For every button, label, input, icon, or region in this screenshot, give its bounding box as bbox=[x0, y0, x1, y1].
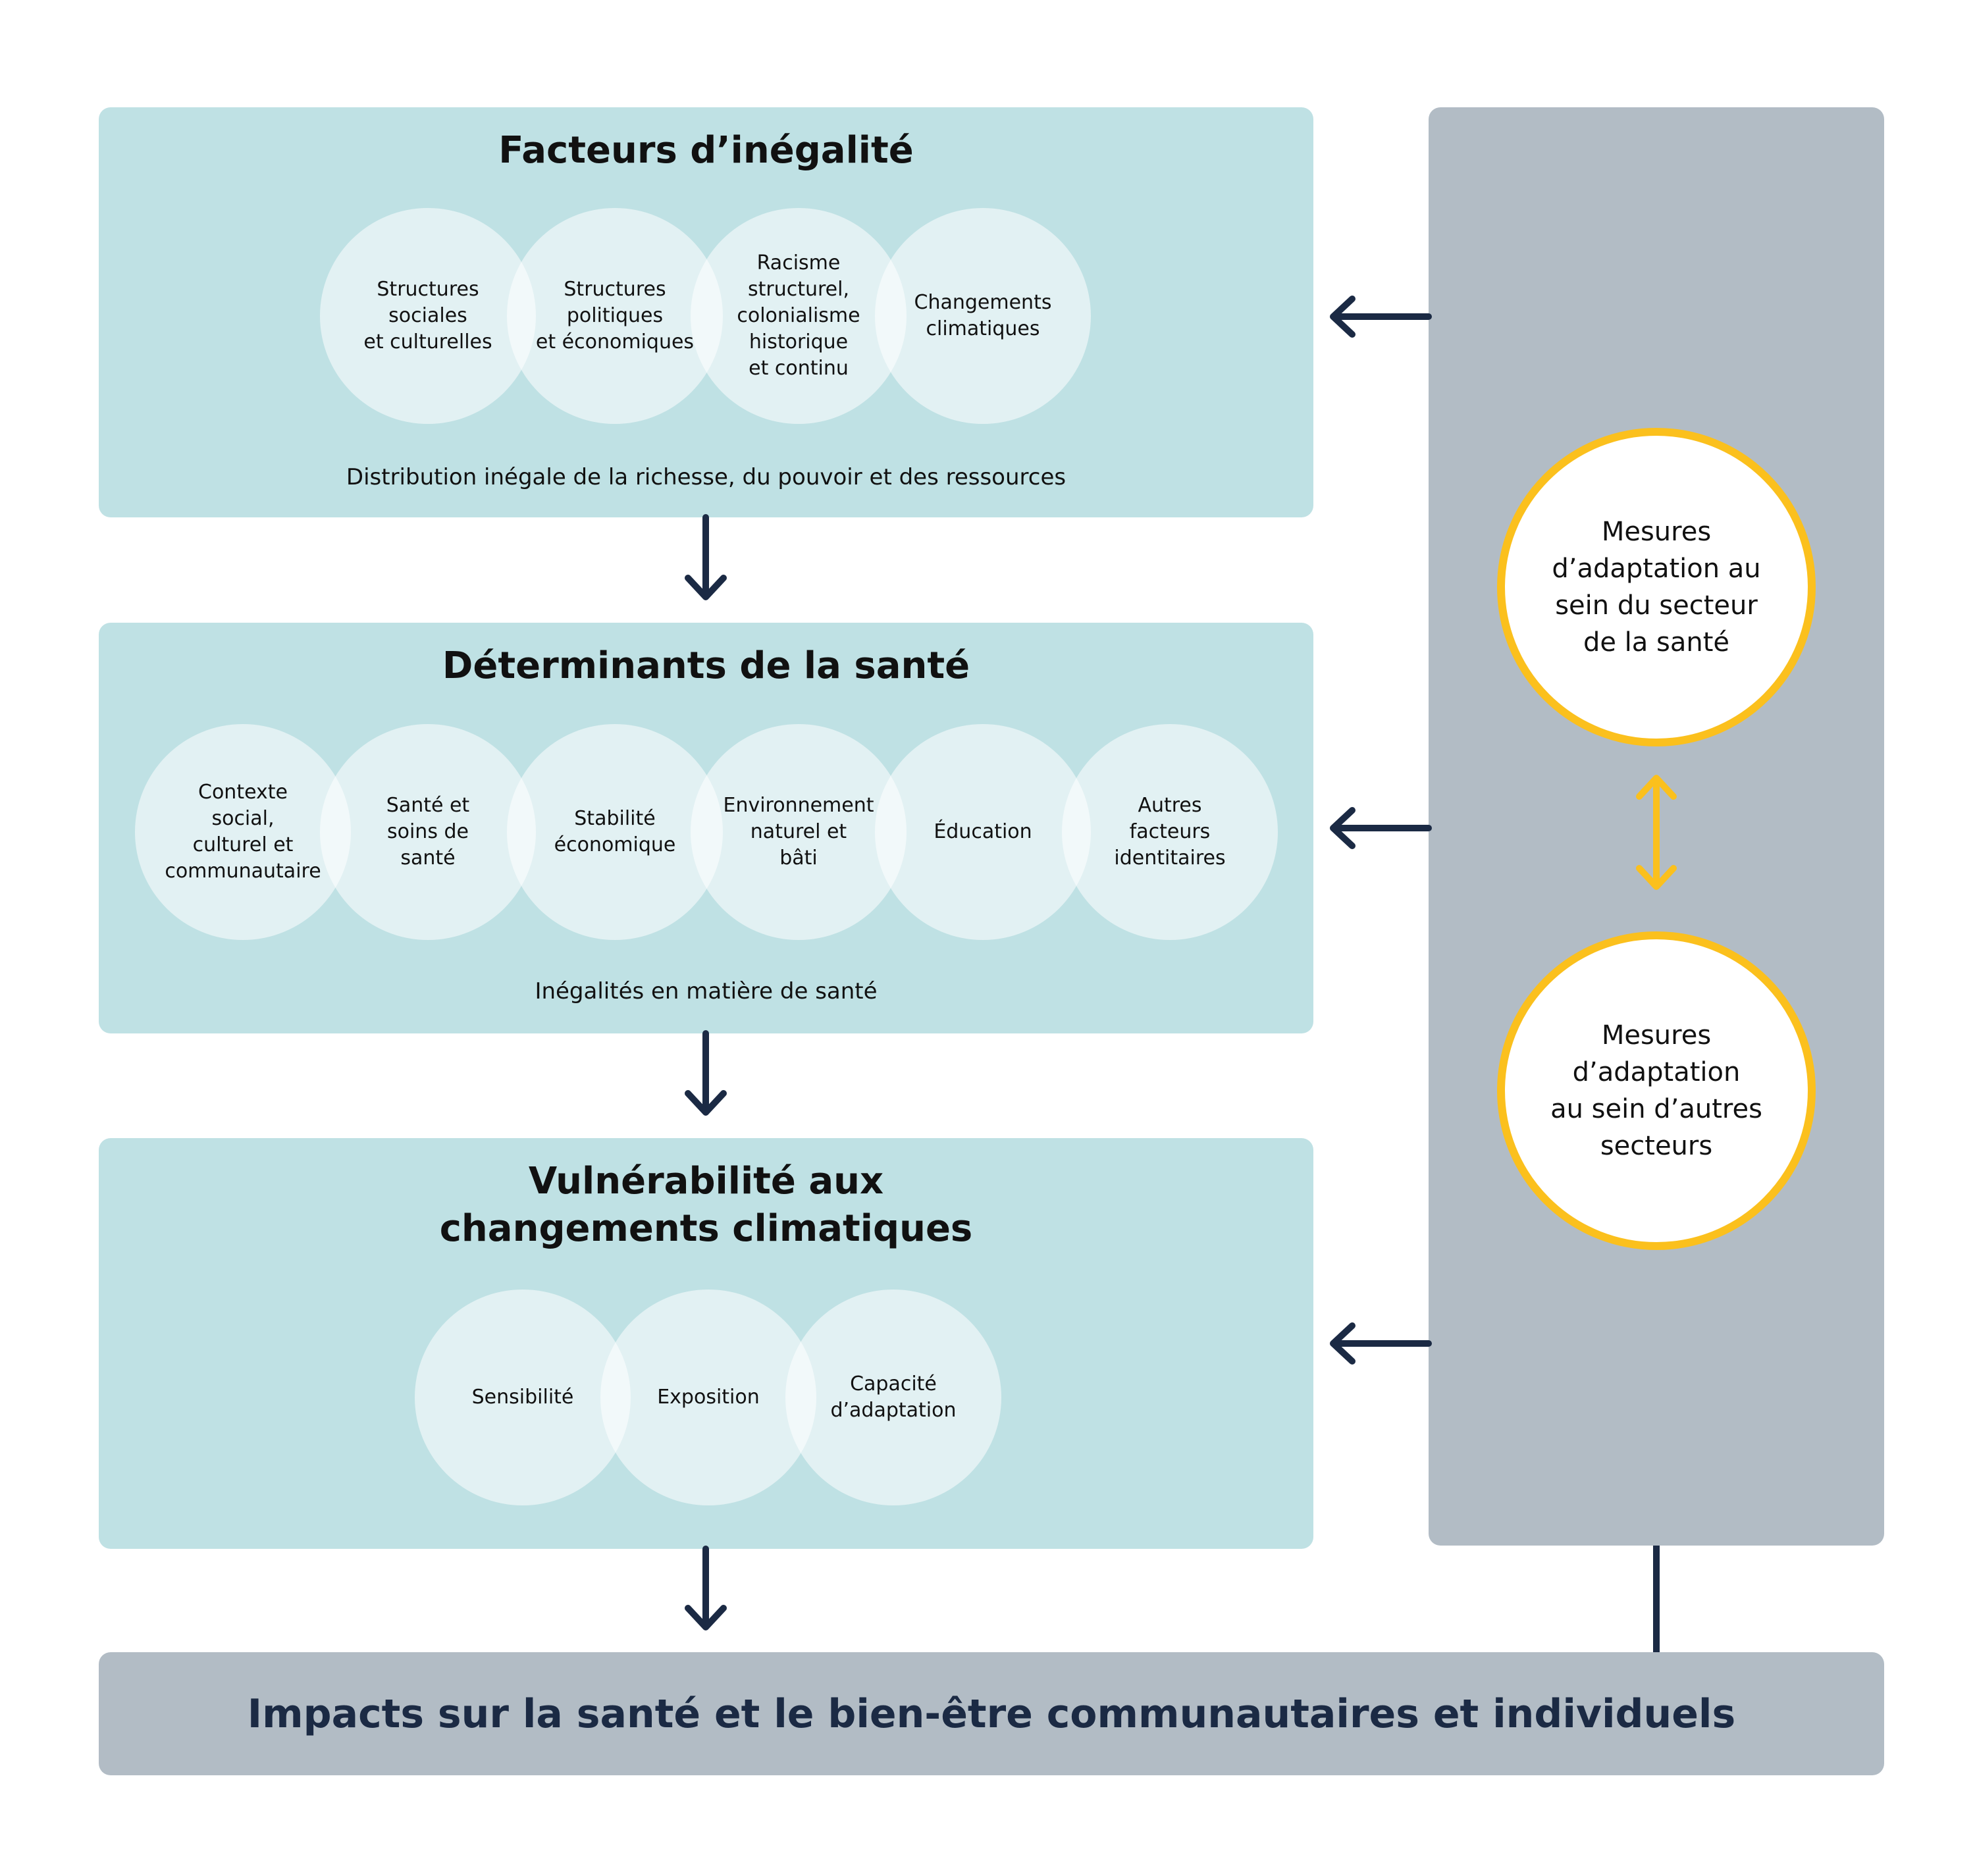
box-determinants-sante: Déterminants de la santé Contexte social… bbox=[99, 623, 1313, 1033]
circle-sante-soins: Santé et soins de santé bbox=[320, 724, 536, 940]
circle-exposition: Exposition bbox=[600, 1290, 816, 1505]
circle-autres-facteurs: Autres facteurs identitaires bbox=[1062, 724, 1278, 940]
circle-capacite-adaptation: Capacité d’adaptation bbox=[785, 1290, 1001, 1505]
circle-racisme: Racisme structurel, colonialisme histori… bbox=[691, 208, 907, 424]
impacts-label: Impacts sur la santé et le bien-être com… bbox=[247, 1690, 1736, 1737]
circle-sensibilite: Sensibilité bbox=[415, 1290, 631, 1505]
box-facteurs-inegalite: Facteurs d’inégalité Structures sociales… bbox=[99, 107, 1313, 517]
circle-environnement: Environnement naturel et bâti bbox=[691, 724, 907, 940]
box-vulnerabilite: Vulnérabilité aux changements climatique… bbox=[99, 1138, 1313, 1549]
impacts-bar: Impacts sur la santé et le bien-être com… bbox=[99, 1652, 1884, 1775]
arrow-left-2 bbox=[1330, 807, 1432, 849]
box-title: Facteurs d’inégalité bbox=[498, 129, 914, 172]
circle-education: Éducation bbox=[875, 724, 1091, 940]
arrow-left-3 bbox=[1330, 1322, 1432, 1365]
circle-structures-sociales: Structures sociales et culturelles bbox=[320, 208, 536, 424]
arrow-left-1 bbox=[1330, 296, 1432, 338]
box-title: Déterminants de la santé bbox=[442, 644, 970, 687]
circle-structures-politiques: Structures politiques et économiques bbox=[507, 208, 723, 424]
box-title: Vulnérabilité aux changements climatique… bbox=[439, 1160, 973, 1250]
arrow-double-yellow bbox=[1636, 775, 1677, 890]
box-footer: Inégalités en matière de santé bbox=[535, 978, 878, 1004]
arrow-down-1 bbox=[685, 514, 727, 600]
box-footer: Distribution inégale de la richesse, du … bbox=[346, 464, 1066, 490]
circle-changements-climatiques: Changements climatiques bbox=[875, 208, 1091, 424]
circle-contexte-social: Contexte social, culturel et communautai… bbox=[135, 724, 351, 940]
arrow-down-2 bbox=[685, 1030, 727, 1116]
arrow-down-3 bbox=[685, 1546, 727, 1630]
circle-stabilite-economique: Stabilité économique bbox=[507, 724, 723, 940]
